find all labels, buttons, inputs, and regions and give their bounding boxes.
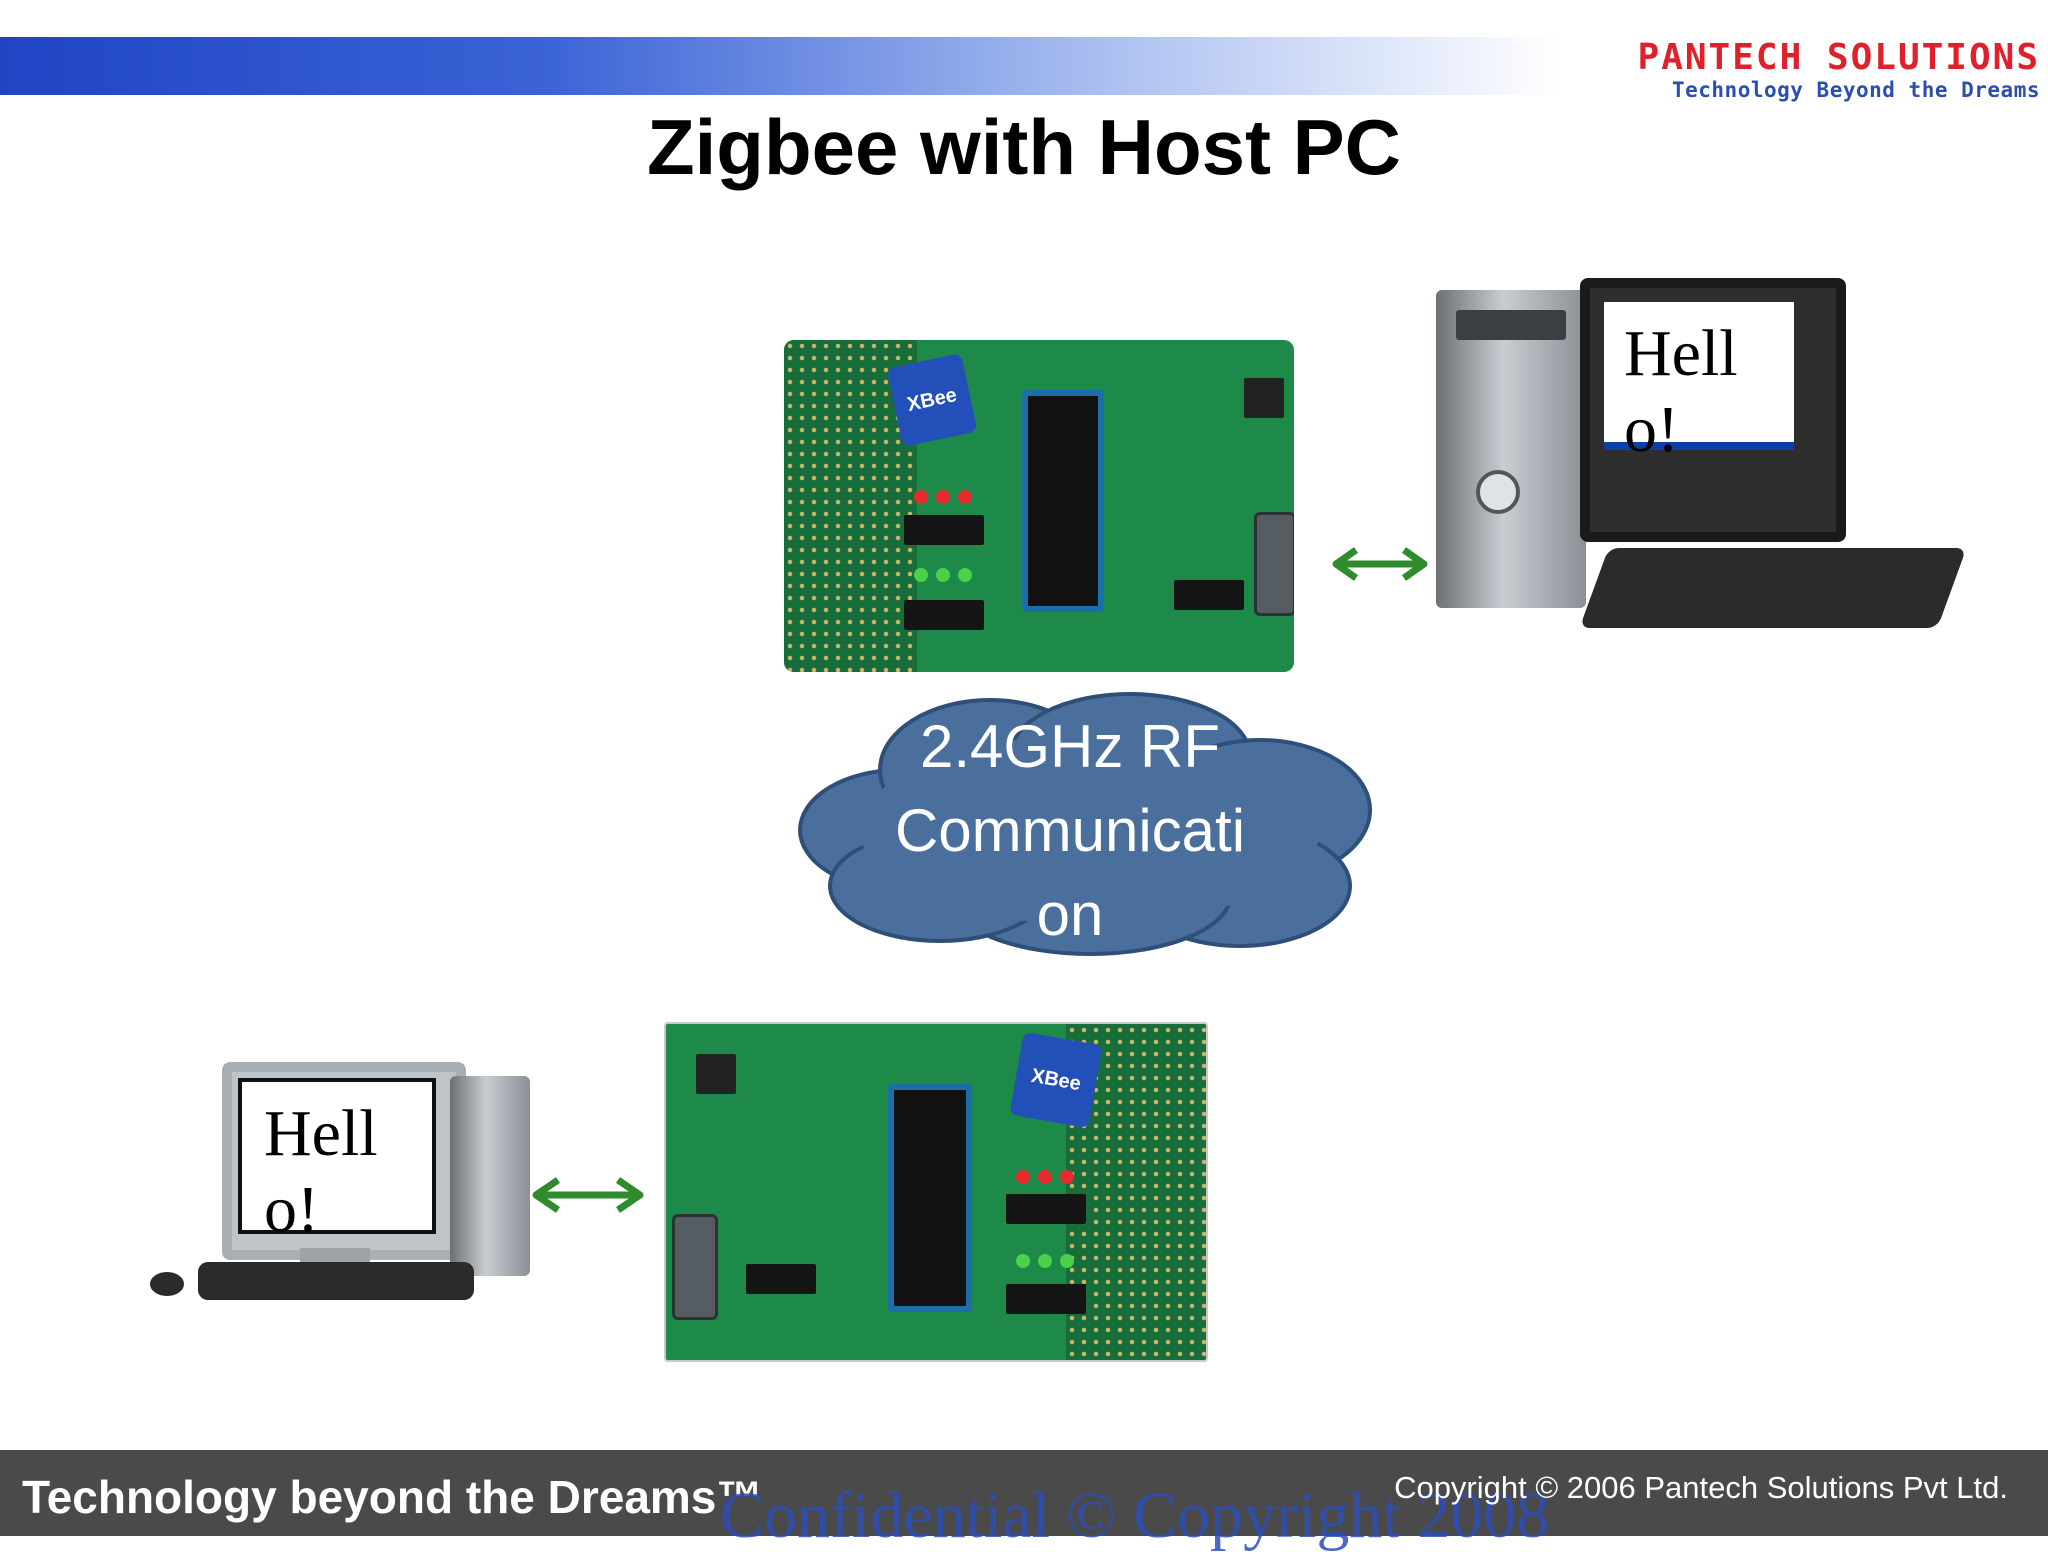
bottom-pc-screen-text-line2: o! — [264, 1173, 319, 1246]
top-pc-keyboard — [1579, 548, 1967, 628]
bottom-pc-screen-text-line1: Hell — [264, 1097, 378, 1170]
company-logo: PANTECH SOLUTIONS Technology Beyond the … — [1560, 37, 2040, 103]
slide-title: Zigbee with Host PC — [646, 103, 1402, 191]
top-pc-tower — [1436, 290, 1586, 608]
bottom-pc-mouse — [150, 1272, 184, 1296]
footer-tagline: Technology beyond the Dreams™ — [22, 1471, 763, 1523]
cloud-text-line2: Communicati — [894, 797, 1246, 864]
rf-cloud-text: 2.4GHz RF Communicati on — [800, 705, 1340, 957]
xbee-module: XBee — [1009, 1031, 1103, 1129]
bottom-pc-monitor: Hell o! — [222, 1062, 466, 1260]
serial-port-connector — [1254, 512, 1294, 616]
bottom-pc-screen: Hell o! — [238, 1078, 436, 1246]
top-bidirectional-arrow — [1328, 544, 1432, 584]
bottom-bidirectional-arrow — [528, 1174, 648, 1216]
xbee-module: XBee — [886, 352, 978, 448]
footer-copyright: Copyright © 2006 Pantech Solutions Pvt L… — [1394, 1470, 2008, 1505]
top-pc-monitor: Hell o! — [1580, 278, 1846, 542]
footer-bar — [0, 1450, 2048, 1536]
microcontroller-chip — [888, 1084, 972, 1312]
cloud-text-line3: on — [1036, 881, 1104, 948]
logo-company-name: PANTECH SOLUTIONS — [1637, 37, 2040, 78]
bottom-pc-tower — [450, 1076, 530, 1276]
top-dev-board-image: XBee — [784, 340, 1294, 672]
top-pc-screen-text-line2: o! — [1624, 393, 1679, 466]
rf-cloud-shape — [790, 690, 1390, 965]
top-pc-screen-text-line1: Hell — [1624, 317, 1738, 390]
top-pc-screen: Hell o! — [1604, 302, 1794, 466]
microcontroller-chip — [1022, 390, 1104, 612]
serial-port-connector — [672, 1214, 718, 1320]
logo-tagline: Technology Beyond the Dreams — [1671, 78, 2040, 102]
bottom-pc-keyboard — [198, 1262, 474, 1300]
header-gradient-bar — [0, 37, 1560, 95]
cloud-text-line1: 2.4GHz RF — [919, 713, 1221, 780]
bottom-dev-board-image: XBee — [664, 1022, 1208, 1362]
